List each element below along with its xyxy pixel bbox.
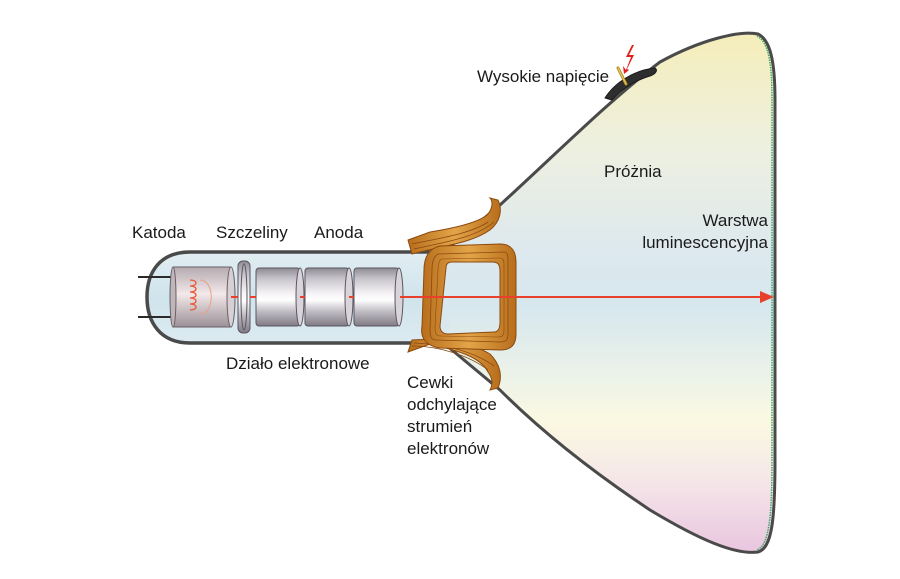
anode-cylinder-3 — [353, 267, 404, 327]
label-phosphor-1: Warstwa — [703, 211, 769, 230]
slit-disc — [237, 260, 251, 334]
label-slits: Szczeliny — [216, 223, 288, 242]
label-vacuum: Próżnia — [604, 162, 662, 181]
label-anode: Anoda — [314, 223, 364, 242]
label-cathode: Katoda — [132, 223, 186, 242]
label-coils-3: strumień — [407, 417, 472, 436]
label-coils-2: odchylające — [407, 395, 497, 414]
bulb-funnel — [438, 31, 777, 554]
lightning-bolt-icon — [623, 45, 634, 74]
anode-cylinder-2 — [304, 267, 354, 327]
beam-arrowhead — [760, 291, 774, 303]
label-phosphor-2: luminescencyjna — [642, 233, 768, 252]
label-coils-1: Cewki — [407, 373, 453, 392]
label-electron-gun: Działo elektronowe — [226, 354, 370, 373]
anode-cap — [604, 67, 657, 101]
anode-cylinder-1 — [255, 267, 305, 327]
label-high-voltage: Wysokie napięcie — [477, 67, 609, 86]
cathode — [169, 266, 236, 328]
phosphor-screen-edge — [756, 35, 773, 551]
filament-icon — [189, 279, 197, 311]
deflection-coils — [407, 197, 517, 391]
coil-trapezoid — [421, 243, 517, 351]
label-coils-4: elektronów — [407, 439, 490, 458]
